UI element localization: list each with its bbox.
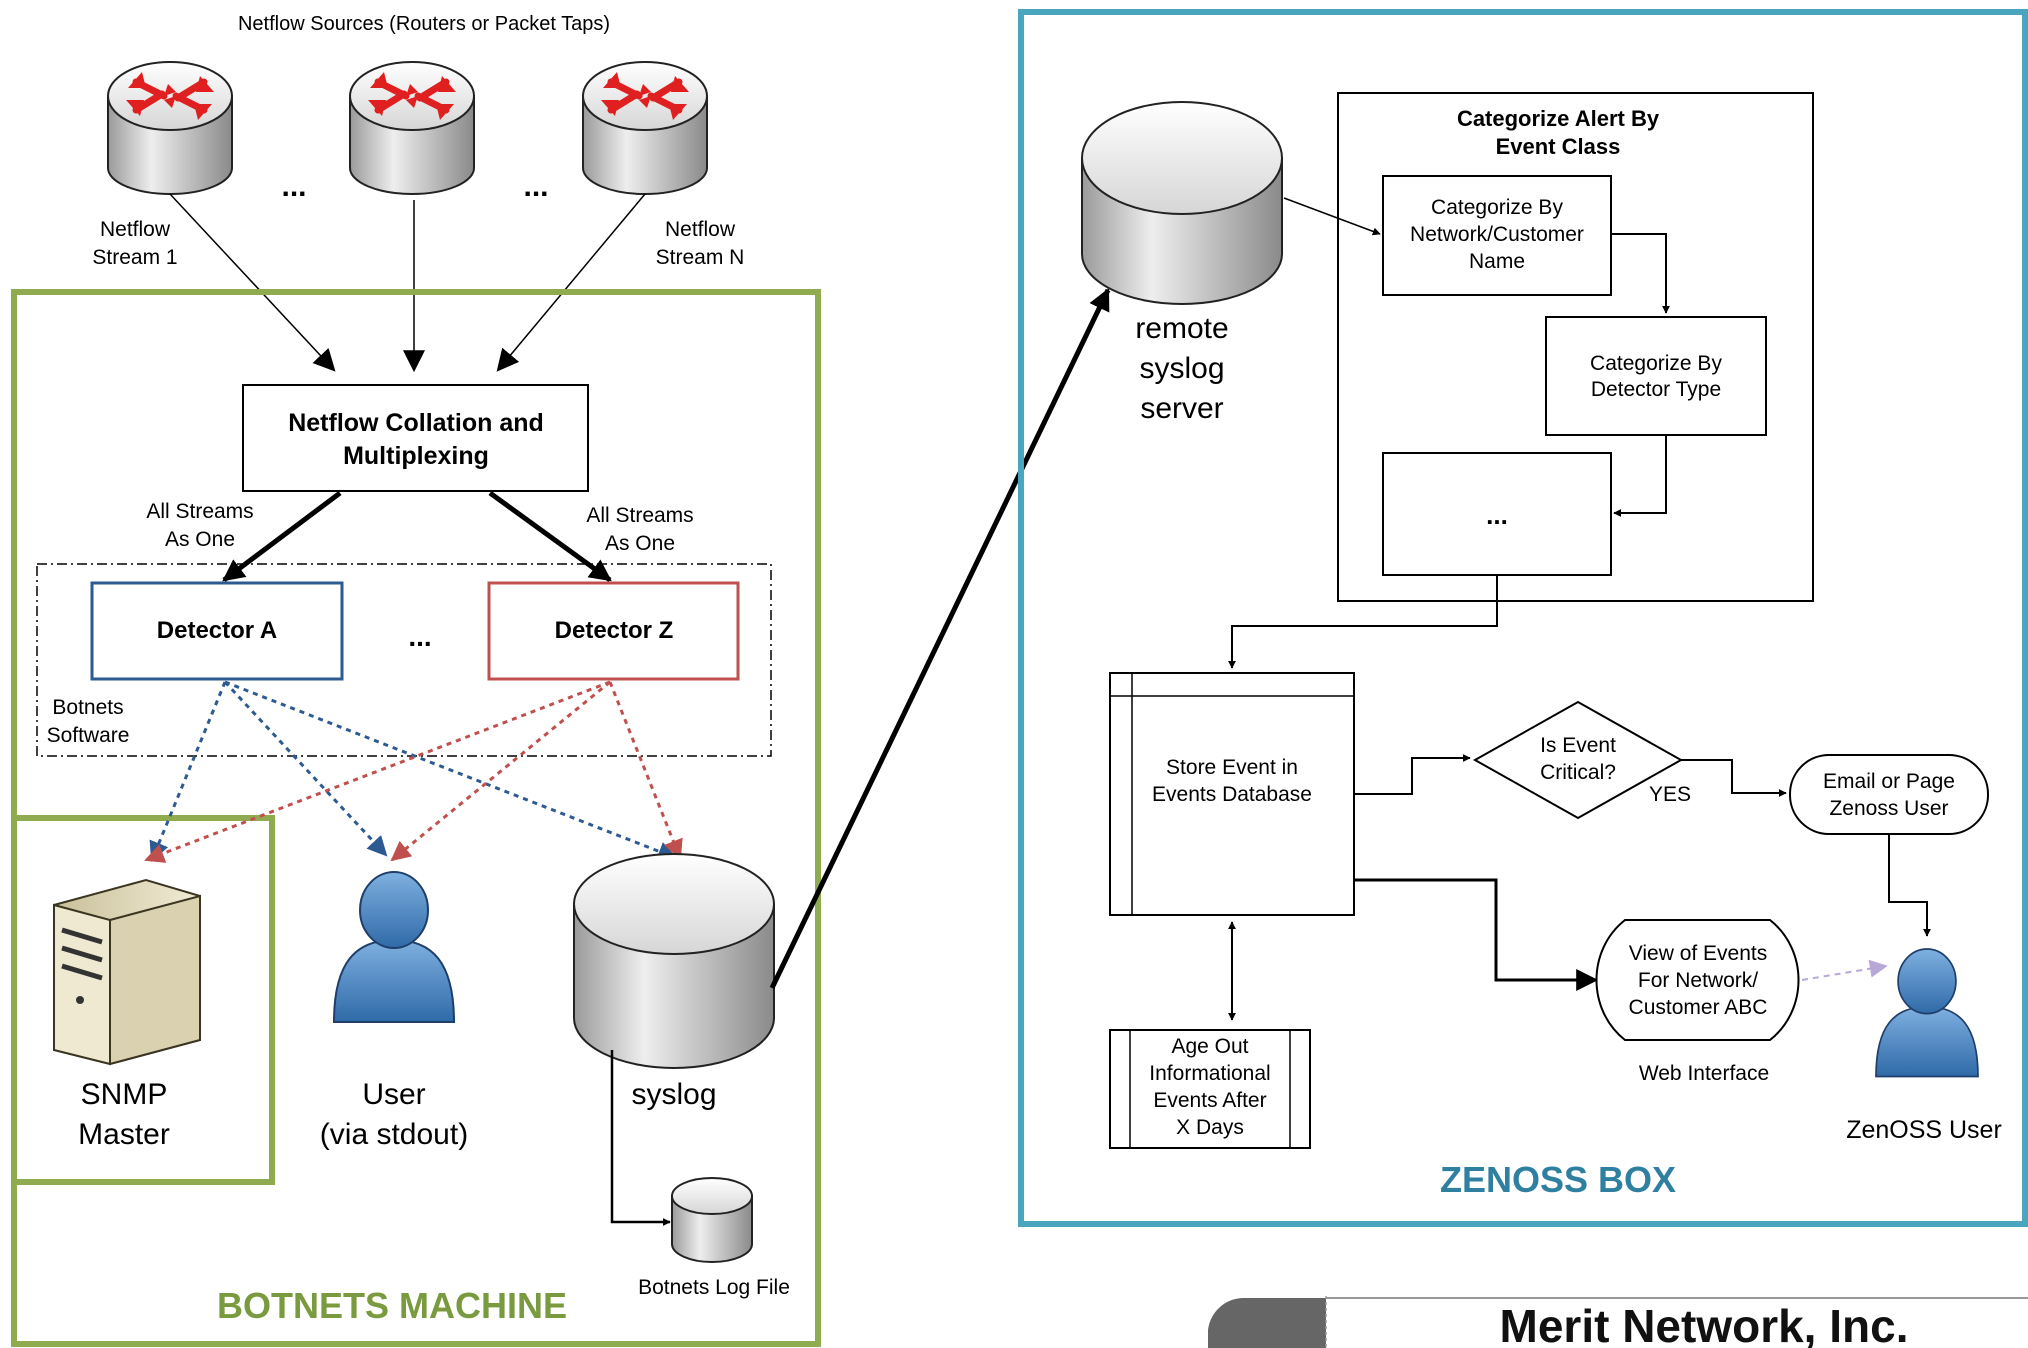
routers-ellipsis: ...: [281, 170, 306, 203]
view-events-label: For Network/: [1638, 969, 1758, 992]
netflow-collation-box: [242, 384, 589, 492]
categorize-more-label: ...: [1486, 500, 1508, 530]
router-icon: [350, 62, 474, 194]
is-critical-label: Is Event: [1540, 734, 1616, 757]
categorize-network-label: Name: [1469, 250, 1525, 273]
zenoss-user-label: ZenOSS User: [1846, 1116, 2002, 1144]
syslog-forward-arrow: [769, 288, 1111, 990]
remote-syslog-database-icon: [1081, 101, 1283, 305]
remote-to-categorize-arrow: [1283, 197, 1381, 236]
age-out-label: X Days: [1176, 1116, 1244, 1139]
view-events-label: Customer ABC: [1629, 996, 1768, 1019]
remote-syslog-label: syslog: [1139, 352, 1224, 385]
all-streams-arrow: [488, 490, 612, 583]
stream-n-label: Stream N: [656, 246, 745, 269]
remote-syslog-label: remote: [1135, 312, 1228, 345]
categorize-detector-label: Categorize By: [1590, 352, 1722, 375]
netflow-sources-label: Netflow Sources (Routers or Packet Taps): [238, 13, 610, 35]
user-label: (via stdout): [320, 1118, 468, 1151]
router-icon: [108, 62, 232, 194]
stream-arrow: [496, 193, 646, 372]
age-out-box: [1109, 1029, 1311, 1149]
age-out-label: Events After: [1153, 1089, 1266, 1112]
detector-a-to-user: [223, 680, 388, 857]
all-streams-label: As One: [605, 532, 675, 555]
botnets-software-box: [36, 563, 772, 757]
view-to-user-arrow: [1801, 959, 1888, 981]
email-page-label: Zenoss User: [1829, 797, 1948, 820]
botnets-software-label: Botnets: [52, 696, 123, 719]
email-to-user-arrow: [1888, 834, 1931, 937]
syslog-database-icon: [573, 853, 775, 1069]
store-event-label: Store Event in: [1166, 756, 1298, 779]
categorize-detector-box: [1545, 316, 1767, 436]
stream-arrow: [169, 193, 336, 372]
detector-to-more-arrow: [1613, 435, 1667, 517]
detector-z-label: Detector Z: [555, 617, 674, 644]
botnets-machine-title: BOTNETS MACHINE: [217, 1285, 567, 1326]
detector-z-to-user: [390, 680, 611, 862]
user-label: User: [362, 1078, 425, 1111]
remote-syslog-label: server: [1140, 392, 1223, 425]
store-to-view-arrow: [1354, 878, 1599, 991]
syslog-to-log-arrow: [610, 1050, 671, 1226]
merit-logo-bar: [1208, 1296, 2028, 1348]
merit-network-name: Merit Network, Inc.: [1500, 1300, 1909, 1348]
log-file-label: Botnets Log File: [638, 1276, 790, 1299]
stream-1-label: Netflow: [100, 218, 171, 241]
is-critical-label: Critical?: [1540, 761, 1616, 784]
syslog-label: syslog: [631, 1078, 716, 1111]
categorize-alert-box: [1337, 92, 1814, 602]
zenoss-box-title: ZENOSS BOX: [1440, 1159, 1676, 1200]
netflow-collation-label: Multiplexing: [343, 442, 489, 470]
log-file-database-icon: [671, 1177, 753, 1263]
all-streams-arrow: [222, 491, 342, 582]
detector-ellipsis: ...: [408, 621, 431, 652]
network-to-detector-arrow: [1611, 233, 1670, 314]
server-icon: [53, 878, 201, 1066]
email-page-terminal: [1789, 754, 1989, 835]
categorize-detector-label: Detector Type: [1591, 378, 1721, 401]
stream-n-label: Netflow: [665, 218, 736, 241]
snmp-master-label: Master: [78, 1118, 170, 1151]
snmp-host-box: [11, 815, 275, 1185]
all-streams-label: All Streams: [146, 500, 253, 523]
email-page-label: Email or Page: [1823, 770, 1955, 793]
categorize-alert-title: Categorize Alert By: [1457, 106, 1660, 131]
categorize-network-box: [1382, 175, 1612, 296]
view-events-label: View of Events: [1629, 942, 1768, 965]
age-out-label: Age Out: [1171, 1035, 1248, 1058]
zenoss-box: [1018, 9, 2028, 1227]
categorize-network-label: Network/Customer: [1410, 223, 1584, 246]
detector-a-to-syslog: [224, 680, 678, 861]
detector-a-label: Detector A: [157, 617, 277, 644]
categorize-network-label: Categorize By: [1431, 196, 1563, 219]
router-icon: [583, 62, 707, 194]
categorize-to-store-arrow: [1228, 575, 1498, 669]
yes-label: YES: [1649, 783, 1691, 806]
critical-to-email-arrow: [1681, 759, 1787, 797]
categorize-alert-title: Event Class: [1496, 134, 1621, 159]
detector-a-to-snmp: [149, 681, 227, 862]
store-event-box: [1109, 672, 1355, 916]
snmp-master-label: SNMP: [81, 1078, 168, 1111]
detector-z-box: [487, 581, 740, 681]
routers-ellipsis: ...: [523, 170, 548, 203]
store-event-label: Events Database: [1152, 783, 1312, 806]
detector-a-box: [90, 581, 344, 681]
age-out-label: Informational: [1149, 1062, 1270, 1085]
botnets-software-label: Software: [47, 724, 130, 747]
user-icon: [333, 871, 455, 1023]
zenoss-user-icon: [1875, 948, 1979, 1078]
view-events-display: [1595, 919, 1800, 1041]
all-streams-label: As One: [165, 528, 235, 551]
netflow-collation-label: Netflow Collation and: [288, 409, 544, 437]
store-to-critical-arrow: [1354, 754, 1471, 795]
all-streams-label: All Streams: [586, 504, 693, 527]
detector-z-to-snmp: [144, 680, 611, 863]
detector-z-to-syslog: [608, 681, 683, 860]
web-interface-label: Web Interface: [1639, 1062, 1769, 1085]
stream-1-label: Stream 1: [92, 246, 177, 269]
